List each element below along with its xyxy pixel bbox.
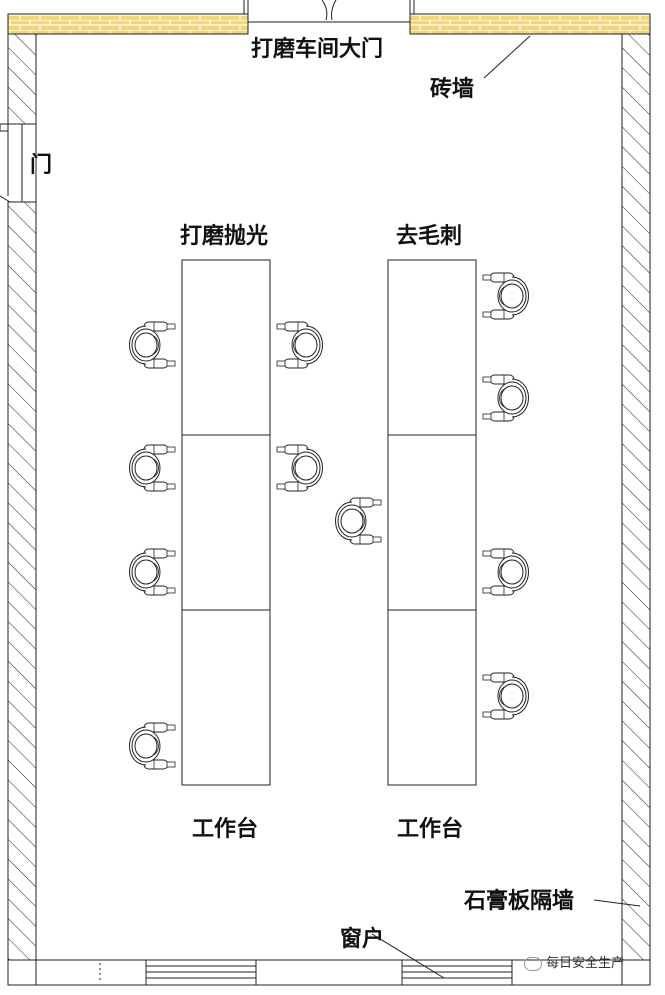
leader-brick-wall (483, 35, 531, 79)
worker-figure (335, 497, 382, 545)
worker-figure (482, 374, 529, 422)
watermark-icon (524, 957, 542, 971)
brick-wall-top (7, 13, 651, 35)
polishing-area-label: 打磨抛光 (180, 223, 269, 249)
worker-figure (482, 272, 529, 320)
workbench-label-right: 工作台 (397, 816, 464, 842)
window-right (401, 959, 513, 986)
brick-wall-label: 砖墙 (430, 76, 475, 102)
worker-figure (129, 444, 176, 492)
watermark-text: 每日安全生产 (546, 956, 625, 971)
worker-figure (129, 548, 176, 596)
leader-gypsum-wall (593, 899, 641, 907)
gypsum-wall-label: 石膏板隔墙 (464, 888, 575, 914)
workbench-label-left: 工作台 (192, 816, 259, 842)
deburring-area-label: 去毛刺 (396, 223, 463, 249)
main-gate-label: 打磨车间大门 (251, 36, 384, 62)
window-label: 窗户 (340, 926, 385, 952)
door-label: 门 (30, 152, 53, 178)
side-door (0, 123, 37, 203)
worker-figure (129, 722, 176, 770)
leader-window (371, 933, 445, 979)
wall-bottom (7, 959, 651, 986)
worker-figure (276, 321, 323, 369)
wall-right (621, 33, 651, 961)
workbench-polishing (181, 259, 271, 786)
main-gate (243, 0, 415, 34)
window-left (145, 959, 257, 986)
worker-figure (276, 444, 323, 492)
workbench-deburring (387, 259, 477, 786)
worker-figure (482, 672, 529, 720)
worker-figure (482, 548, 529, 596)
worker-figure (129, 321, 176, 369)
